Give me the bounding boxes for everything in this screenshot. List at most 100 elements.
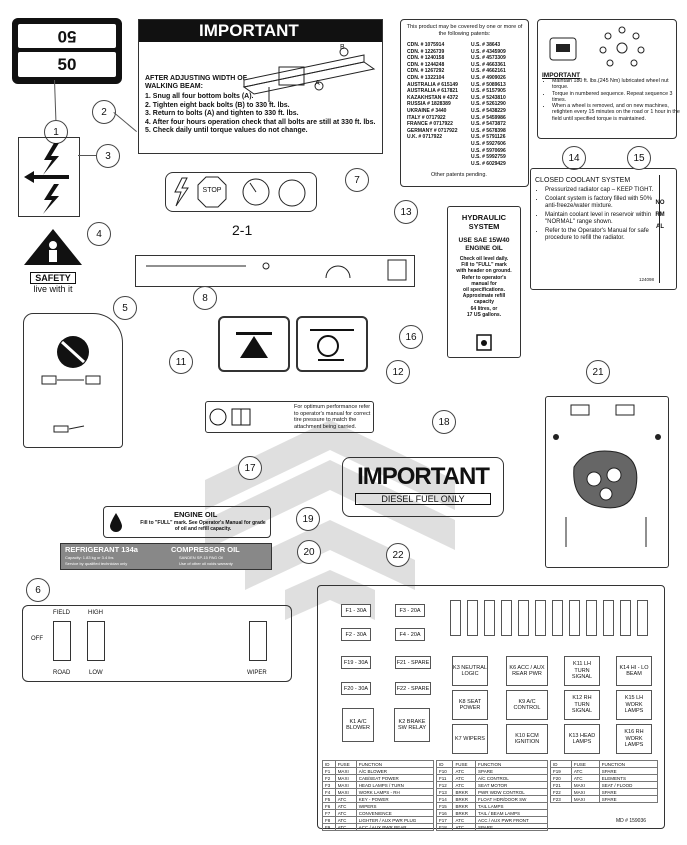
decal-18-control-handle (545, 396, 669, 568)
hydraulic-line: Approximate refill (462, 293, 506, 300)
decal-6-gauge-strip (135, 255, 415, 287)
callout-22: 7 (345, 168, 369, 192)
patent-entry: U.S. # 5970696 (471, 147, 506, 154)
step-1: 1. Snug all four bottom bolts (A). (145, 93, 254, 100)
small-fuse-slot (518, 600, 529, 636)
wiper-label: WIPER (247, 670, 267, 676)
decal-4-safety: SAFETY live with it (22, 227, 84, 294)
step-4: 4. After four hours operation check that… (145, 118, 376, 126)
patent-entry: AUSTRALIA # 615149 (407, 81, 458, 88)
safety-label: SAFETY (30, 272, 76, 284)
fuse-table-cell: ATC (334, 802, 357, 810)
callout-19: 20 (297, 540, 321, 564)
fuse-table-cell: F20 (550, 774, 572, 782)
decal-21-diesel-fuel: IMPORTANT DIESEL FUEL ONLY (342, 457, 504, 517)
patent-entry: CDN. # 1075914 (407, 42, 445, 48)
decal-2-walking-beam: IMPORTANT B A AFTER ADJUSTING WIDTH OF W… (138, 19, 383, 154)
small-fuse-slot (637, 600, 648, 636)
hydraulic-oil: USE SAE 15W40 ENGINE OIL (458, 237, 510, 252)
fuse-table-cell: SPARE (475, 823, 548, 831)
fuse-table-cell: CAB/SEAT POWER (355, 774, 435, 782)
wiper-switch[interactable] (249, 621, 267, 661)
low-label: LOW (89, 670, 103, 676)
walking-beam-illustration (242, 47, 376, 102)
torque-sequence-icon (599, 26, 645, 67)
relay-k3: K3 NEUTRAL LOGIC (452, 656, 488, 686)
patent-entry: U.K. # 0717922 (407, 134, 443, 141)
fuse-f21: F21 - SPARE (395, 656, 431, 669)
fuse-table-cell: F18 (435, 823, 454, 831)
decal-14-title: IMPORTANT (542, 72, 581, 79)
coolant-bullet-4: Refer to the Operator's Manual for safe … (545, 228, 665, 242)
patent-entry: U.S. # 5438229 (471, 107, 506, 114)
refrigerant-sub: Capacity: 1.83 kg or 3.4 lbs (65, 555, 114, 560)
fuse-table-cell: ATC (334, 816, 357, 824)
high-low-switch[interactable] (87, 621, 105, 661)
fuse-table-header: FUNCTION (475, 760, 548, 768)
fuse-table-cell: MAXI (334, 781, 357, 789)
decal-17-fuse-panel: F1 - 30A F3 - 20A F2 - 30A F4 - 20A F19 … (317, 585, 665, 831)
fuse-table-cell: SPARE (475, 767, 548, 775)
decal-1-top-value: 50 (18, 24, 116, 48)
fuse-panel-part-no: MD # 159036 (616, 818, 647, 824)
patent-entry: CDN. # 1267292 (407, 68, 445, 75)
fuse-table-cell: ATC (334, 823, 357, 831)
coolant-code: 124098 (639, 277, 655, 282)
hydraulic-line: oil specifications. (463, 287, 505, 294)
fuse-table-cell: BRKR (452, 802, 477, 810)
fuse-table-header: FUSE (334, 760, 357, 768)
callout-14: 14 (562, 146, 586, 170)
hydraulic-line: manual for (471, 280, 497, 287)
engine-oil-title: ENGINE OIL (174, 510, 218, 519)
relay-k1: K1 A/C BLOWER (342, 708, 374, 742)
lightning-arrow-icon (24, 143, 69, 214)
small-fuse-slot (569, 600, 580, 636)
patent-entry: FRANCE # 0717922 (407, 121, 453, 128)
patent-entry: U.S. # 5992759 (471, 154, 506, 161)
step-3: 3. Return to bolts (A) and tighten to 33… (145, 110, 299, 117)
callout-6: 8 (193, 286, 217, 310)
decal-2-steps: 1. Snug all four bottom bolts (A). 2. Ti… (145, 93, 377, 136)
refrigerant-title: REFRIGERANT 134a (65, 545, 138, 554)
step-2: 2. Tighten eight back bolts (B) to 330 f… (145, 101, 290, 109)
off-label: OFF (31, 636, 43, 642)
fuse-table-cell: MAXI (570, 788, 600, 796)
patent-entry: CDN. # 1244248 (407, 61, 445, 68)
fuse-table-cell: TAIL LAMPS (475, 802, 548, 810)
patent-entry: U.S. # 5927606 (471, 140, 506, 147)
field-road-switch[interactable] (53, 621, 71, 661)
relay-k12: K12 RH TURN SIGNAL (564, 690, 600, 720)
fuse-table-cell: F5 (322, 795, 336, 803)
fuse-table-cell: F2 (322, 774, 336, 782)
decal-22-warning-lamps: STOP (165, 172, 317, 212)
patent-entry: U.S. # 5261290 (471, 101, 506, 108)
safety-triangle-icon (24, 229, 82, 265)
relay-k8: K8 SEAT POWER (452, 690, 488, 720)
relay-k16: K16 RH WORK LAMPS (616, 724, 652, 754)
fuse-table-cell: F21 (550, 781, 572, 789)
diesel-title: IMPORTANT (357, 463, 490, 490)
fuse-table-cell: ATC (334, 809, 357, 817)
decal-1-bottom-value: 50 (18, 52, 116, 77)
fuse-f19: F19 - 30A (341, 656, 371, 669)
small-fuse-slot (467, 600, 478, 636)
fuse-table-cell: SPARE (598, 767, 659, 775)
small-fuse-slot (586, 600, 597, 636)
decal-14-bullets: Maintain 180 ft. lbs.(245 Nm) lubricated… (538, 78, 684, 122)
fuse-table-cell: F22 (550, 788, 572, 796)
decal-14-wheel-torque: IMPORTANT Maintain 180 ft. lbs.(245 Nm) … (537, 19, 680, 139)
coolant-bullets: Pressurized radiator cap – KEEP TIGHT. C… (531, 187, 665, 242)
fuse-table-cell: F3 (322, 781, 336, 789)
patent-entry: U.S. # 4573309 (471, 55, 506, 62)
wheel-nut-icon (549, 37, 577, 61)
decal-2-tag-b: B (340, 44, 345, 51)
patent-entry: U.S. # 5089613 (471, 81, 506, 88)
callout-3: 3 (96, 144, 120, 168)
